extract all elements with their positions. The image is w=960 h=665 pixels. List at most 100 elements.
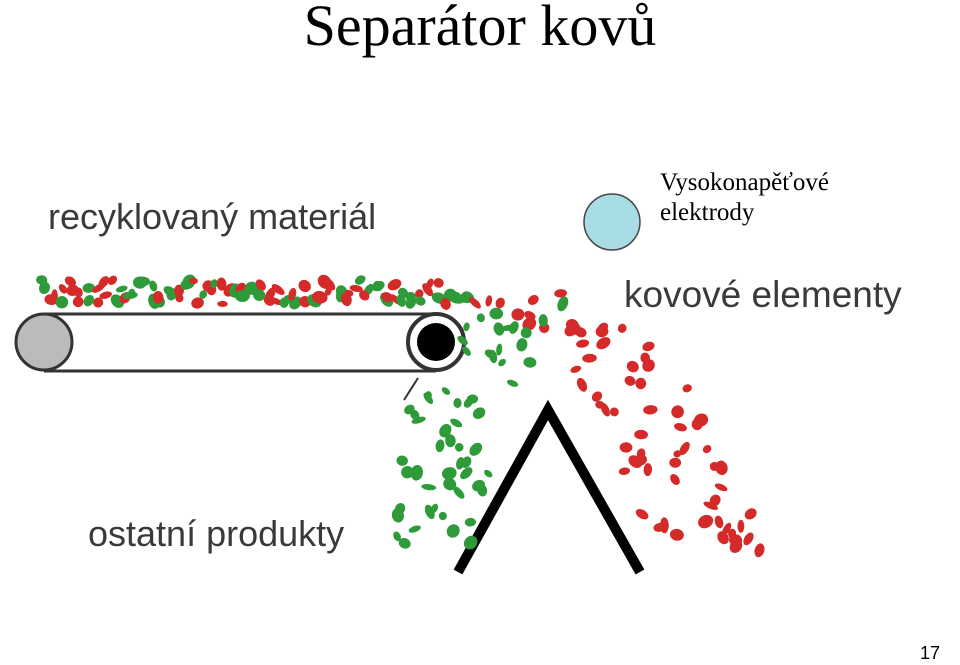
slide-title: Separátor kovů: [303, 0, 657, 58]
other-particle: [38, 281, 51, 294]
other-particle: [210, 279, 218, 289]
metal-particle: [298, 279, 311, 293]
metal-particle: [469, 297, 481, 309]
other-particle: [483, 469, 493, 478]
other-particle: [498, 358, 506, 367]
metal-particle: [642, 359, 655, 372]
scraper-line: [403, 377, 419, 401]
metal-particle: [191, 297, 204, 309]
metal-particle: [98, 276, 110, 288]
other-particle: [435, 439, 445, 453]
other-particle: [500, 324, 517, 331]
metal-particle: [268, 297, 283, 306]
electrode-circle: [583, 193, 641, 251]
metal-particle: [271, 284, 285, 295]
metal-particle: [511, 308, 525, 321]
other-particle: [441, 387, 451, 395]
other-particle: [371, 281, 385, 292]
other-particle: [163, 286, 178, 298]
metal-particle: [415, 289, 424, 299]
other-particle: [489, 307, 504, 320]
other-particle: [149, 280, 158, 292]
input-material-label: recyklovaný materiál: [48, 196, 377, 237]
other-particle: [253, 289, 266, 302]
metal-particle: [703, 501, 718, 510]
other-particle: [421, 483, 437, 491]
other-particle: [199, 290, 208, 299]
other-particle: [457, 335, 468, 346]
metal-particle: [698, 514, 714, 529]
metal-particle: [217, 300, 228, 307]
metal-particle: [576, 339, 590, 348]
metal-particle: [527, 295, 539, 305]
other-products-label: ostatní produkty: [88, 513, 345, 554]
metal-particle: [679, 441, 690, 456]
metal-particle: [673, 450, 682, 458]
metal-particle: [609, 407, 619, 417]
metal-particle: [728, 528, 737, 539]
metal-particle: [659, 517, 669, 534]
metal-particle: [682, 384, 692, 393]
other-particle: [445, 434, 456, 448]
other-particle: [393, 531, 401, 542]
metal-particle: [671, 405, 684, 419]
other-particle: [127, 288, 136, 299]
metal-particle: [670, 473, 680, 486]
metal-particle: [714, 515, 724, 529]
page-number: 17: [919, 643, 940, 663]
other-particle: [405, 296, 417, 309]
metal-particle: [107, 275, 118, 286]
metal-particle: [591, 391, 603, 402]
metal-particle: [635, 508, 649, 520]
other-particle: [462, 346, 471, 356]
metal-particle: [522, 317, 537, 331]
other-particle: [404, 404, 415, 415]
other-particle: [397, 287, 409, 299]
other-particle: [453, 398, 462, 408]
other-particle: [493, 322, 505, 336]
metal-particle: [582, 353, 597, 363]
other-particle: [438, 511, 447, 521]
left-roller: [14, 312, 74, 372]
particles: [36, 274, 765, 558]
metal-particle: [674, 423, 687, 432]
metal-particle: [93, 297, 104, 308]
metal-particle: [433, 278, 444, 288]
other-particle: [441, 467, 457, 480]
other-particle: [424, 504, 435, 520]
other-particle: [115, 285, 128, 293]
other-particle: [472, 407, 486, 420]
other-particle: [516, 338, 528, 352]
metal-particle: [324, 287, 332, 296]
other-particle: [408, 525, 421, 533]
metal-particle: [600, 402, 610, 417]
other-particle: [423, 392, 434, 404]
other-particle: [454, 443, 464, 452]
metal-particle: [669, 457, 682, 468]
metal-particle: [643, 405, 658, 415]
metal-particle: [554, 289, 567, 298]
metal-particle: [636, 448, 646, 459]
other-particle: [460, 467, 473, 480]
electrode-label: Vysokonapěťové elektrody: [660, 168, 829, 228]
other-particle: [398, 537, 411, 549]
metal-particle: [359, 290, 370, 301]
other-particle: [391, 508, 404, 523]
metal-particle: [312, 290, 328, 304]
metal-particle: [58, 284, 68, 294]
other-particle: [476, 313, 485, 323]
metal-particle: [99, 291, 112, 299]
other-particle: [463, 322, 470, 332]
metal-elements-label: kovové elementy: [624, 274, 902, 315]
metal-particle: [216, 277, 227, 291]
metal-particle: [72, 296, 84, 308]
metal-particle: [624, 375, 636, 386]
metal-particle: [570, 365, 582, 373]
other-particle: [83, 294, 95, 307]
other-particle: [464, 517, 476, 527]
metal-particle: [617, 323, 627, 333]
metal-particle: [485, 295, 493, 307]
electrode-label-line2: elektrody: [660, 199, 755, 226]
other-particle: [446, 524, 460, 538]
metal-particle: [381, 292, 393, 303]
